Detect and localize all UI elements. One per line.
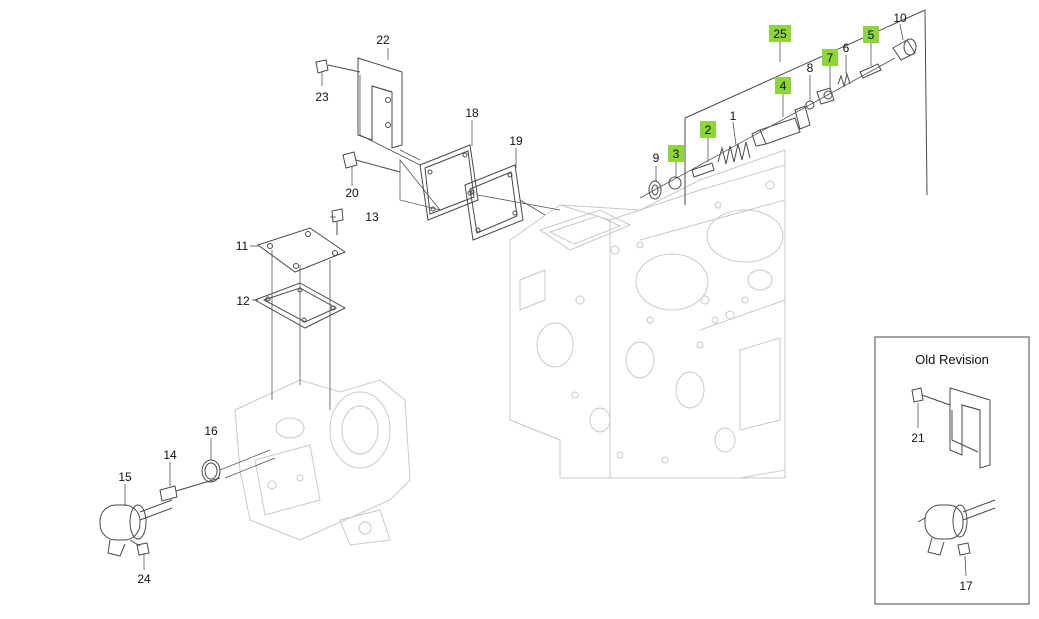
part-25-kit-bracket <box>684 9 928 205</box>
callout-22: 22 <box>376 33 390 47</box>
part-3-valve <box>668 176 682 190</box>
callout-12: 12 <box>236 294 250 308</box>
callout-highlight-3 <box>668 145 684 162</box>
callout-11: 11 <box>236 239 249 253</box>
solenoid-shaft-lines <box>219 449 276 479</box>
callout-1: 1 <box>730 109 737 123</box>
callout-7: 7 <box>827 51 834 65</box>
callout-leaders <box>124 23 904 570</box>
callout-24: 24 <box>137 572 151 586</box>
callout-highlight-25 <box>769 25 791 42</box>
part-19-gasket <box>464 164 524 241</box>
pump-axis-line <box>639 57 896 199</box>
engine-block-outline <box>509 149 786 479</box>
callout-highlight-4 <box>775 77 791 94</box>
inset-bracket <box>921 387 991 469</box>
part-9-washer <box>648 180 662 200</box>
callout-17: 17 <box>959 579 973 593</box>
callout-highlight-5 <box>863 26 879 43</box>
part-6-spring <box>837 72 851 88</box>
callout-14: 14 <box>163 448 177 462</box>
callout-labels: 25 10 5 6 7 8 4 1 2 3 9 22 23 18 19 20 1… <box>118 11 907 586</box>
callout-25: 25 <box>773 27 787 41</box>
callout-5: 5 <box>868 28 875 42</box>
part-4-delivery-valve-holder <box>751 105 811 147</box>
callout-16: 16 <box>204 424 218 438</box>
assembly-leader-lines <box>359 75 561 216</box>
callout-9: 9 <box>653 151 660 165</box>
callout-19: 19 <box>509 134 523 148</box>
part-10-cap <box>892 38 917 61</box>
part-22-bracket <box>357 57 403 149</box>
old-revision-inset: Old Revision 21 17 <box>874 336 1030 605</box>
inset-frame <box>874 336 1030 605</box>
part-7-nut <box>816 87 835 105</box>
inset-bolt-17 <box>957 542 971 577</box>
inset-solenoid <box>917 499 996 556</box>
part-15-solenoid <box>99 499 173 557</box>
callout-20: 20 <box>345 186 359 200</box>
part-24-bolt <box>129 539 150 556</box>
callout-8: 8 <box>807 61 814 75</box>
callout-3: 3 <box>673 147 680 161</box>
cover-leader-lines <box>271 250 331 410</box>
part-2-plunger <box>691 162 715 178</box>
callout-23: 23 <box>315 90 329 104</box>
gear-case-outline <box>234 379 411 546</box>
inset-title: Old Revision <box>915 352 989 367</box>
part-16-o-ring <box>201 459 221 483</box>
callout-4: 4 <box>780 79 787 93</box>
part-14-plunger <box>159 477 221 502</box>
part-1-spring <box>717 141 751 165</box>
inset-bolt-21 <box>911 387 924 403</box>
part-18-cover-plate <box>419 144 479 221</box>
part-13-bolt <box>331 208 344 235</box>
callout-18: 18 <box>465 106 479 120</box>
part-11-cover <box>256 227 347 273</box>
callout-21: 21 <box>911 431 925 445</box>
callout-2: 2 <box>705 123 712 137</box>
callout-13: 13 <box>365 210 379 224</box>
callout-15: 15 <box>118 470 132 484</box>
callout-10: 10 <box>893 11 907 25</box>
callout-highlight-2 <box>700 121 716 138</box>
callout-highlight-7 <box>822 49 838 66</box>
part-20-bolt <box>342 151 401 173</box>
part-23-bolt <box>315 59 361 74</box>
callout-6: 6 <box>843 41 850 55</box>
